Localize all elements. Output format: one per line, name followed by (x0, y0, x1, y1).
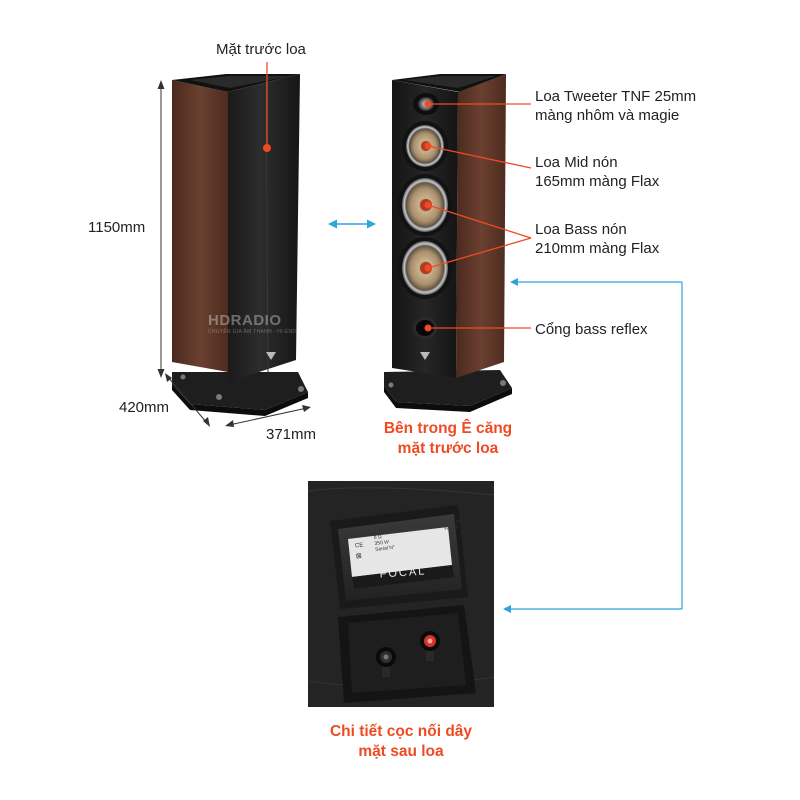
bass-label-line2: 210mm màng Flax (535, 240, 660, 257)
terminal-caption-line1: Chi tiết cọc nối dây (329, 723, 473, 740)
driver-callouts (424, 100, 532, 332)
front-label: Mặt trước loa (216, 41, 306, 58)
port-label: Cổng bass reflex (535, 321, 648, 338)
grille-caption-line2: mặt trước loa (397, 440, 499, 457)
weee-bin-icon: ⊠ (355, 552, 363, 561)
grille-caption-line1: Bên trong Ê căng (383, 420, 513, 437)
mid-label-line2: 165mm màng Flax (535, 173, 660, 190)
compare-arrow (328, 219, 376, 229)
mid-label-line1: Loa Mid nón (535, 154, 618, 171)
front-callout-marker (263, 62, 271, 152)
back-panel-photo (308, 481, 494, 707)
speaker-without-grille (384, 74, 512, 412)
ce-mark-icon: CE (354, 542, 364, 550)
grille-caption: Bên trong Ê căng mặt trước loa (375, 419, 521, 459)
bass-label-line1: Loa Bass nón (535, 221, 627, 238)
watermark-brand: HDRADIO (208, 312, 282, 329)
height-dimension: 1150mm (88, 219, 146, 236)
tweeter-label-line1: Loa Tweeter TNF 25mm (535, 88, 697, 105)
dimension-lines (157, 80, 311, 427)
tweeter-label-line2: màng nhôm và magie (535, 107, 680, 124)
watermark-tagline: CHUYÊN GIA ÂM THANH · HI-END (208, 329, 297, 335)
speaker-with-grille (172, 74, 308, 416)
terminal-caption-line2: mặt sau loa (358, 743, 444, 760)
back-panel-connector (503, 278, 683, 613)
width-dimension: 371mm (266, 426, 317, 443)
terminal-caption: Chi tiết cọc nối dây mặt sau loa (318, 722, 484, 762)
depth-dimension: 420mm (119, 399, 170, 416)
